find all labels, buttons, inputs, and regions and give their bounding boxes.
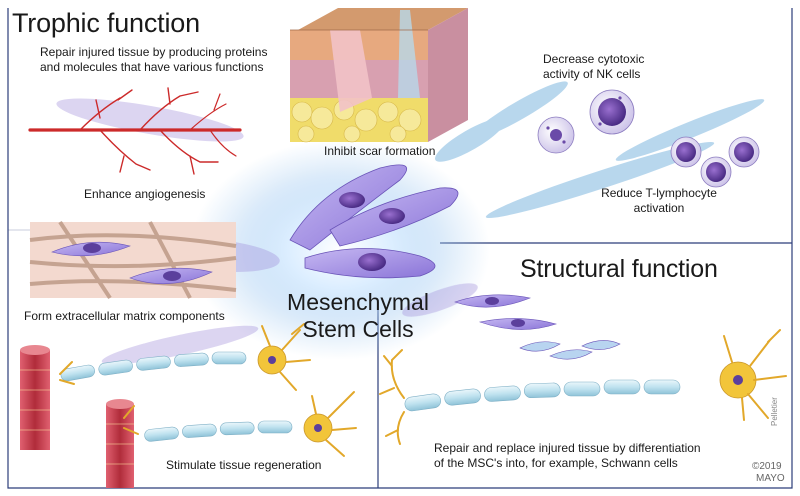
muscle-fiber-icon <box>20 345 134 488</box>
tcell-label-line2: activation <box>633 201 685 215</box>
skin-cross-section-icon <box>290 8 468 143</box>
nk-label-line1: Decrease cytotoxic <box>543 52 645 66</box>
scar-label: Inhibit scar formation <box>324 144 436 158</box>
center-title-line2: Stem Cells <box>302 316 414 342</box>
t-lymphocyte-icon <box>670 136 760 188</box>
regeneration-label: Stimulate tissue regeneration <box>166 458 322 472</box>
extracellular-matrix-icon <box>29 220 237 300</box>
copyright-year: ©2019 <box>752 461 782 472</box>
nk-cell-icon <box>537 89 635 154</box>
copyright-org: MAYO <box>756 473 785 484</box>
neuron-icon <box>59 323 787 457</box>
trophic-function-title: Trophic function <box>12 8 200 38</box>
nk-label-line2: activity of NK cells <box>543 67 641 81</box>
structural-description-line2: of the MSC's into, for example, Schwann … <box>434 456 678 470</box>
panel-frame <box>7 8 793 489</box>
angiogenesis-label: Enhance angiogenesis <box>84 187 206 201</box>
trophic-description-line2: and molecules that have various function… <box>40 60 264 74</box>
ecm-label: Form extracellular matrix components <box>24 309 225 323</box>
trophic-description-line1: Repair injured tissue by producing prote… <box>40 45 268 59</box>
myelinated-axon-icon <box>60 351 681 442</box>
center-title-line1: Mesenchymal <box>287 289 429 315</box>
tcell-label-line1: Reduce T-lymphocyte <box>601 186 717 200</box>
structural-function-title: Structural function <box>520 255 718 283</box>
blood-vessel-icon <box>28 87 242 175</box>
schwann-cell-icon <box>454 294 621 360</box>
artist-signature: Pelletier <box>770 397 779 426</box>
stem-cell-icon <box>289 164 459 279</box>
structural-description-line1: Repair and replace injured tissue by dif… <box>434 441 701 455</box>
